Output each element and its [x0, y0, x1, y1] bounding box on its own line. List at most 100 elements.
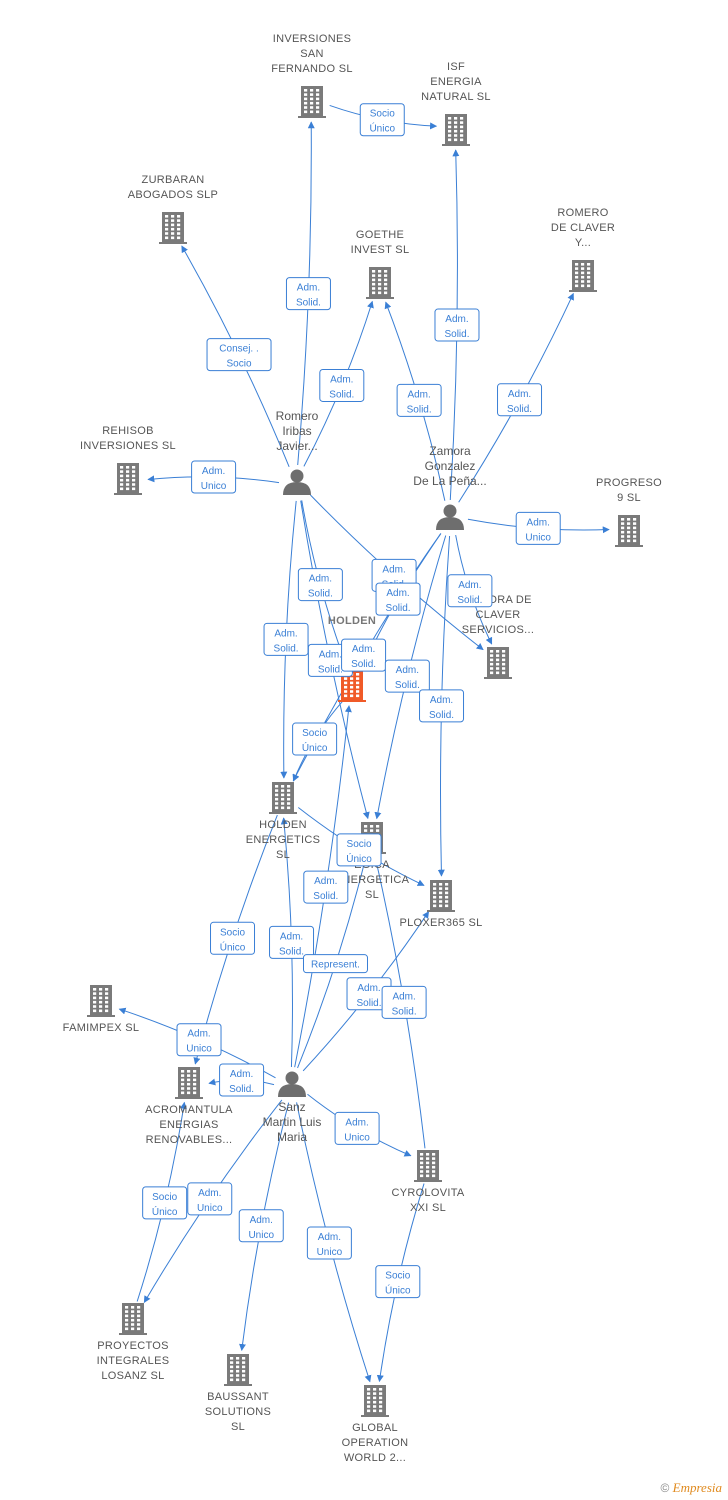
node-label-line: Sanz: [278, 1100, 305, 1114]
edge-label-sanz-to-baussant[interactable]: Adm.Unico: [238, 1209, 284, 1243]
node-label-line: NATURAL SL: [421, 91, 491, 103]
node-label-line: BAUSSANT: [207, 1391, 269, 1403]
building-icon: [114, 463, 142, 495]
edge-label-text: Solid.: [229, 1084, 254, 1095]
edge-label-sanz-to-famimpex[interactable]: Adm. Unico: [176, 1023, 222, 1057]
edge-label-text: Socio: [152, 1192, 177, 1203]
edge-label-zamora-to-ploxer[interactable]: Adm.Solid.: [419, 689, 465, 723]
node-label-line: SL: [365, 889, 379, 901]
node-label-line: INTEGRALES: [97, 1355, 170, 1367]
node-acromantula[interactable]: ACROMANTULAENERGIASRENOVABLES...: [145, 1067, 233, 1146]
edge-label-text: Socio: [302, 728, 327, 739]
edge-label-romero_iribas-to-rehisob[interactable]: Adm.Unico: [191, 460, 237, 494]
edge-label-zamora-to-romero_claver[interactable]: Adm.Solid.: [497, 383, 543, 417]
edge-label-text: Socio: [385, 1271, 410, 1282]
building-icon: [484, 647, 512, 679]
edge-label-zamora-to-egica[interactable]: Adm.Solid.: [384, 659, 430, 693]
edge-label-cyrolovita-to-egica[interactable]: Adm.Solid.: [381, 985, 427, 1019]
edge-label-text: Unico: [248, 1230, 274, 1241]
building-icon: [87, 985, 115, 1017]
edge-label-zamora-to-holden_energetics[interactable]: Adm.Solid.: [341, 638, 387, 672]
edge-label-zamora-to-progreso[interactable]: Adm.Unico: [515, 511, 561, 545]
edge-label-text: Adm.: [357, 983, 380, 994]
node-label-line: Gonzalez: [425, 459, 476, 473]
edge-label-text: Adm.: [445, 314, 468, 325]
node-label-line: INVERSIONES: [273, 33, 352, 45]
building-icon: [427, 880, 455, 912]
edge-label-sanz-to-global[interactable]: Adm.Unico: [306, 1226, 352, 1260]
edge-label-sanz-to-cyrolovita[interactable]: Adm.Unico: [334, 1111, 380, 1145]
node-label-line: Y...: [575, 237, 591, 249]
node-holden_main[interactable]: HOLDEN: [328, 615, 376, 702]
node-label-line: INVERSIONES SL: [80, 440, 176, 452]
edge-label-text: Solid.: [386, 603, 411, 614]
node-label-line: HOLDEN: [328, 615, 376, 627]
edge-label-text: Único: [220, 940, 246, 953]
edge-label-romero_iribas-to-zurbaran[interactable]: Consej. .Socio: [206, 338, 272, 372]
edge-label-sanz-to-holden_energetics[interactable]: Adm.Solid.: [269, 925, 315, 959]
building-icon: [119, 1303, 147, 1335]
building-icon: [442, 114, 470, 146]
edge-label-text: Solid.: [274, 643, 299, 654]
edge-label-zamora-to-holden_main[interactable]: Adm.Solid.: [375, 582, 421, 616]
edge-label-text: Adm.: [202, 466, 225, 477]
edge-label-zamora-to-goethe[interactable]: Adm.Solid.: [396, 383, 442, 417]
node-famimpex[interactable]: FAMIMPEX SL: [63, 985, 140, 1034]
person-icon: [283, 469, 311, 495]
edge-label-text: Adm.: [187, 1029, 210, 1040]
edge-label-text: Adm.: [314, 876, 337, 887]
edge-label-romero_iribas-to-holden_energetics[interactable]: Adm. Solid.: [263, 622, 309, 656]
edge-label-sanz-to-holden_main[interactable]: Adm.Solid.: [303, 870, 349, 904]
node-label-line: Javier...: [276, 439, 317, 453]
node-label-line: HOLDEN: [259, 819, 307, 831]
building-icon: [298, 86, 326, 118]
footer-brand[interactable]: © Empresia: [660, 1480, 722, 1496]
edge-label-text: Único: [369, 122, 395, 135]
node-label-line: REHISOB: [102, 425, 154, 437]
edge-label-text: Adm.: [309, 574, 332, 585]
node-rehisob[interactable]: REHISOB INVERSIONES SL: [80, 425, 176, 495]
edge-label-zamora-to-isf[interactable]: Adm.Solid.: [434, 308, 480, 342]
edge-label-text: Adm.: [527, 517, 550, 528]
edge-label-sanz-to-proyectos[interactable]: Adm.Unico: [187, 1182, 233, 1216]
edge-label-text: Único: [302, 741, 328, 754]
edge-label-text: Adm.: [280, 931, 303, 942]
edge-label-sanz-to-ploxer[interactable]: Adm.Solid.: [346, 977, 392, 1011]
node-label-line: CYROLOVITA: [391, 1187, 464, 1199]
node-label-line: Zamora: [429, 444, 471, 458]
edge-label-text: Unico: [186, 1044, 212, 1055]
edge-label-romero_iribas-to-goethe[interactable]: Adm.Solid.: [319, 368, 365, 402]
edge-label-sanz-to-acromantula[interactable]: Adm.Solid.: [219, 1063, 265, 1097]
edge-label-romero_iribas-to-holden_main[interactable]: Adm.Solid.: [297, 568, 343, 602]
edge-label-text: Solid.: [457, 595, 482, 606]
node-label-line: RENOVABLES...: [146, 1134, 233, 1146]
edge-label-zamora-to-zamora_claver[interactable]: Adm.Solid.: [447, 574, 493, 608]
node-label-line: OPERATION: [342, 1437, 409, 1449]
edge-label-text: Adm.: [274, 628, 297, 639]
node-ploxer[interactable]: PLOXER365 SL: [399, 880, 482, 929]
node-romero_iribas[interactable]: RomeroIribasJavier...: [276, 409, 319, 495]
building-icon: [569, 260, 597, 292]
edge-label-romero_iribas-to-inv_san_fernando[interactable]: Adm.Solid.: [285, 277, 331, 311]
edge-label-sanz-to-egica[interactable]: Represent.: [302, 954, 368, 974]
